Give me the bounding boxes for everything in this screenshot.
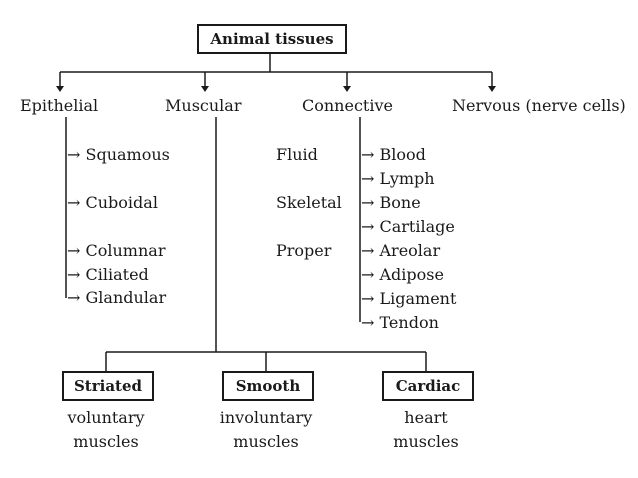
arrow-icon: → bbox=[67, 241, 81, 260]
arrow-icon: → bbox=[361, 313, 375, 332]
category-epithelial: Epithelial bbox=[20, 96, 99, 115]
connective-item: → Ligament bbox=[361, 289, 457, 308]
connective-item: → Adipose bbox=[361, 265, 444, 284]
muscle-box-smooth: Smooth bbox=[222, 371, 314, 401]
connective-item: → Tendon bbox=[361, 313, 439, 332]
connective-item: → Areolar bbox=[361, 241, 441, 260]
arrow-icon: → bbox=[361, 241, 375, 260]
connective-item: → Bone bbox=[361, 193, 421, 212]
arrow-icon: → bbox=[67, 193, 81, 212]
arrow-icon: → bbox=[361, 193, 375, 212]
connective-item: → Blood bbox=[361, 145, 426, 164]
connective-group-proper: Proper bbox=[276, 241, 332, 260]
arrow-icon: → bbox=[361, 145, 375, 164]
connective-item: → Cartilage bbox=[361, 217, 455, 236]
arrow-icon: → bbox=[361, 169, 375, 188]
arrow-icon: → bbox=[67, 145, 81, 164]
epithelial-item: → Glandular bbox=[67, 288, 167, 307]
arrow-icon: → bbox=[361, 217, 375, 236]
root-box: Animal tissues bbox=[197, 24, 347, 54]
category-nervous: Nervous (nerve cells) bbox=[452, 96, 626, 115]
muscle-box-striated: Striated bbox=[62, 371, 154, 401]
category-connective: Connective bbox=[302, 96, 393, 115]
epithelial-item: → Ciliated bbox=[67, 265, 149, 284]
category-muscular: Muscular bbox=[165, 96, 242, 115]
arrow-icon: → bbox=[67, 265, 81, 284]
arrow-icon: → bbox=[67, 288, 81, 307]
connective-group-skeletal: Skeletal bbox=[276, 193, 342, 212]
epithelial-item: → Squamous bbox=[67, 145, 170, 164]
epithelial-item: → Cuboidal bbox=[67, 193, 158, 212]
epithelial-item: → Columnar bbox=[67, 241, 166, 260]
connective-group-fluid: Fluid bbox=[276, 145, 318, 164]
connective-item: → Lymph bbox=[361, 169, 435, 188]
muscle-box-cardiac: Cardiac bbox=[382, 371, 474, 401]
arrow-icon: → bbox=[361, 289, 375, 308]
arrow-icon: → bbox=[361, 265, 375, 284]
